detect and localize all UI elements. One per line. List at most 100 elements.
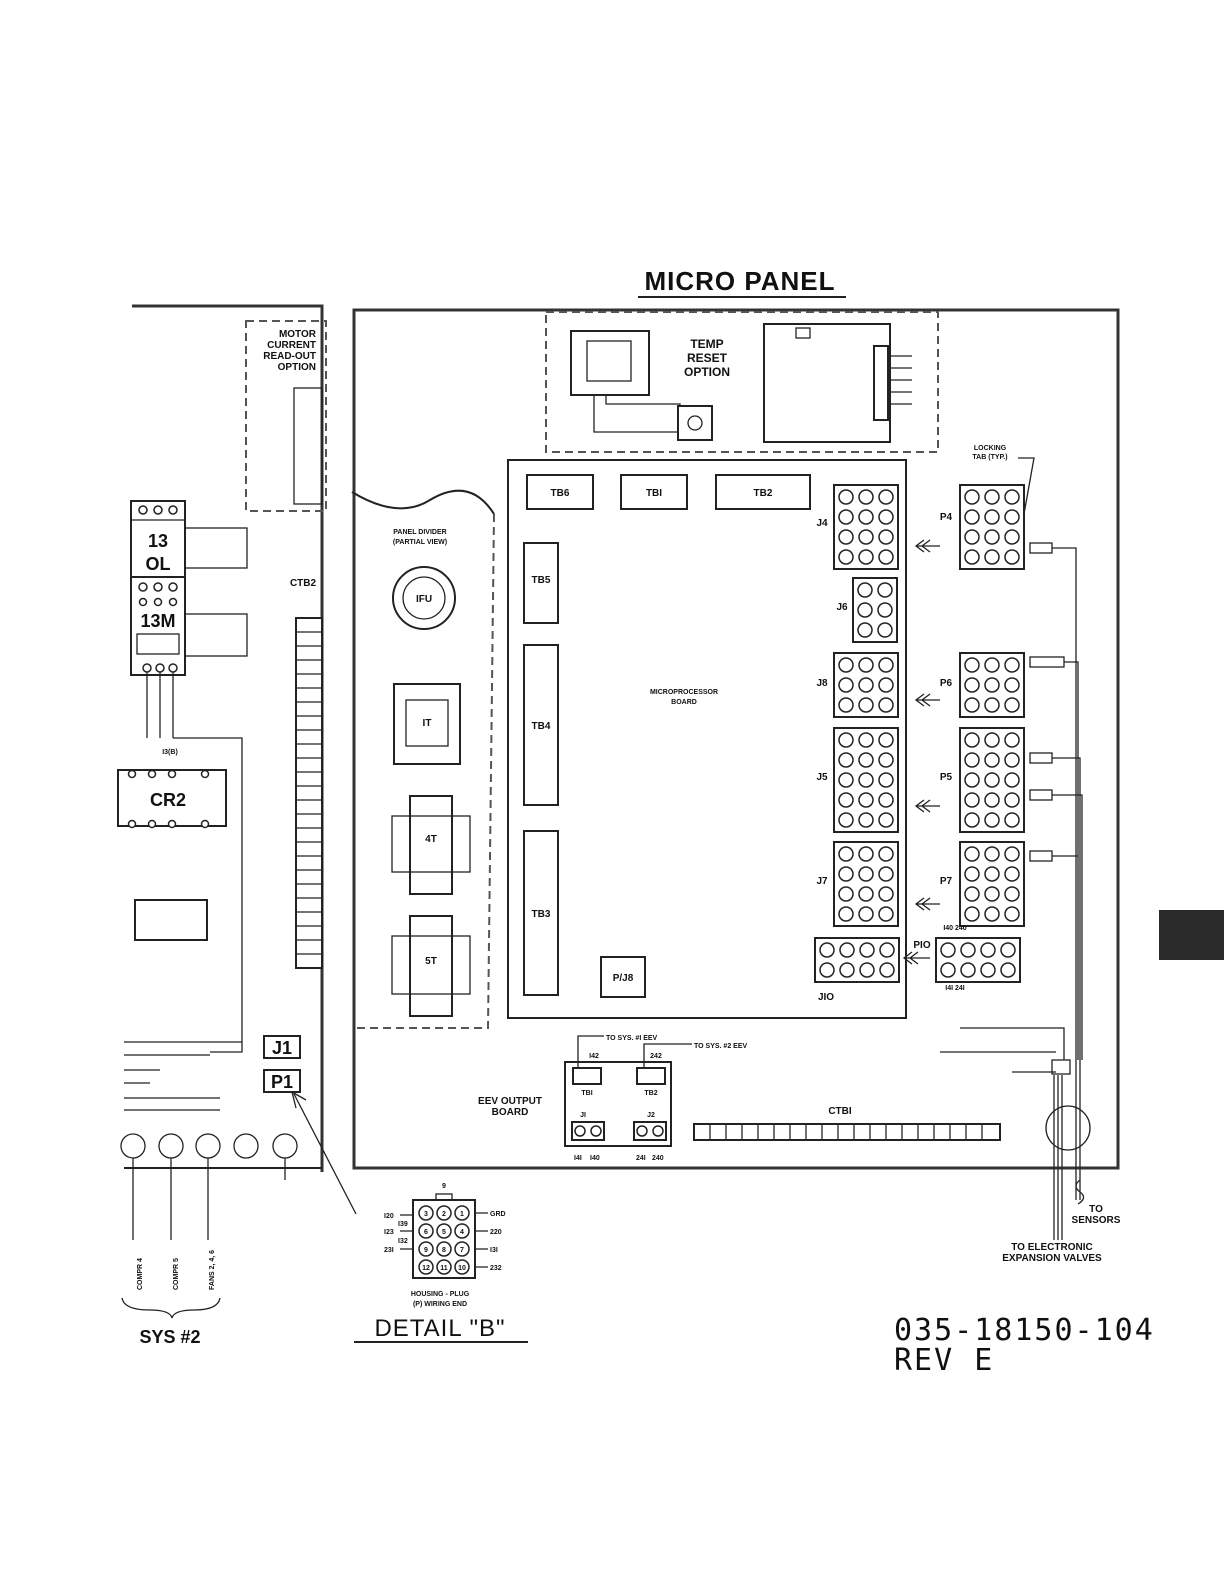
detail-b-wire-139: I39: [398, 1221, 408, 1228]
document-revision: REV E: [894, 1343, 994, 1378]
p5-grid-pin: [984, 752, 1000, 768]
p7-grid-pin: [964, 866, 980, 882]
to-sensors-line-1: TO: [1089, 1204, 1103, 1215]
detail-b-pin: [454, 1205, 470, 1221]
j10-grid-pin: [879, 962, 895, 978]
connector-j1: [263, 1035, 301, 1059]
j7-grid-pin: [838, 866, 854, 882]
p10-top-wires: I40 240: [943, 925, 966, 932]
contactor-label: 13M: [140, 611, 175, 631]
p10-label: PIO: [913, 940, 930, 951]
p7-grid-pin: [1004, 886, 1020, 902]
j6-grid-pin: [857, 582, 873, 598]
sys2-wire-compr5: COMPR 5: [173, 1258, 180, 1290]
j7-grid-pin: [878, 846, 894, 862]
p7-label: P7: [940, 876, 953, 887]
board-label-line-1: MICROPROCESSOR: [650, 689, 718, 696]
detail-b-pin: [454, 1241, 470, 1257]
j7-grid-pin: [838, 846, 854, 862]
p4-grid-pin: [1004, 489, 1020, 505]
to-sensors-line-2: SENSORS: [1072, 1215, 1121, 1226]
detail-b-arrowhead: [291, 1091, 307, 1109]
transformer-1t: [393, 683, 461, 765]
p10-grid-pin: [980, 942, 996, 958]
tb5-label: TB5: [532, 575, 551, 586]
temp-reset-option-box: [545, 311, 939, 453]
detail-b-pin: [418, 1205, 434, 1221]
tb4-label: TB4: [532, 721, 551, 732]
spare-relay-block: [134, 899, 208, 941]
p4-grid-pin: [1004, 509, 1020, 525]
eev-wire-241: 24I: [636, 1155, 646, 1162]
terminal-block-tb5: [523, 542, 559, 624]
detail-b-pin-number: 6: [424, 1229, 428, 1236]
p4-grid-pin: [964, 529, 980, 545]
p4-grid-pin: [984, 509, 1000, 525]
j8-grid-pin: [858, 657, 874, 673]
j10-grid-pin: [859, 962, 875, 978]
terminal-block-tb1: [620, 474, 688, 510]
p10-grid-pin: [1000, 942, 1016, 958]
detail-b-wire-232: 232: [490, 1265, 502, 1272]
sys2-drop-wires: [132, 1158, 286, 1240]
eev-board-line-2: BOARD: [492, 1107, 529, 1118]
ol-label-text: OL: [146, 554, 171, 574]
p5-grid-pin: [964, 772, 980, 788]
locking-tab-line-1: LOCKING: [974, 445, 1007, 452]
j4-grid-pin: [838, 489, 854, 505]
j5-grid-pin: [878, 772, 894, 788]
detail-b-pin-number: 4: [460, 1229, 464, 1236]
j5-grid-pin: [858, 732, 874, 748]
j8-grid-pin: [858, 697, 874, 713]
sys2-label: SYS #2: [139, 1327, 200, 1347]
transformer-4t: [409, 795, 453, 895]
motor-option-line-2: CURRENT: [267, 340, 316, 351]
terminal-block-tb2: [715, 474, 811, 510]
p4-grid-pin: [1004, 529, 1020, 545]
p7-grid-pin: [1004, 906, 1020, 922]
j5-grid-pin: [838, 812, 854, 828]
p4-grid-pin: [1004, 549, 1020, 565]
p4-label: P4: [940, 512, 953, 523]
detail-b-title: DETAIL "B": [374, 1315, 505, 1342]
panel-divider-break: [351, 489, 495, 515]
p10-grid-pin: [1000, 962, 1016, 978]
j8-label: J8: [816, 678, 828, 689]
detail-b-top-wire: 9: [442, 1183, 446, 1190]
p4-grid-pin: [984, 549, 1000, 565]
eev-j1-label: JI: [580, 1112, 586, 1119]
control-relay-cr2: I3(B) CR2: [117, 749, 227, 829]
overload-relay-13ol: 13 OL: [130, 500, 248, 578]
p6-grid-pin: [984, 677, 1000, 693]
temp-reset-wiring: [593, 395, 690, 433]
p6-grid-pin: [964, 657, 980, 673]
j6-label: J6: [836, 602, 848, 613]
transformer-5t: [409, 915, 453, 1017]
motor-current-option-box: [245, 320, 327, 512]
eev-wire-240: 240: [652, 1155, 664, 1162]
j5-grid-pin: [858, 752, 874, 768]
detail-b-wire-231: 23I: [384, 1247, 394, 1254]
p7-grid-pin: [964, 906, 980, 922]
detail-b-pin: [436, 1241, 452, 1257]
p5-grid-pin: [984, 732, 1000, 748]
p6-grid-pin: [984, 697, 1000, 713]
p5-grid-pin: [984, 812, 1000, 828]
p4-grid-pin: [964, 509, 980, 525]
motor-option-module: [293, 387, 323, 505]
ctb1-label: CTBI: [828, 1106, 852, 1117]
j7-label: J7: [816, 876, 828, 887]
p5-grid-pin: [1004, 792, 1020, 808]
detail-b-housing-line-1: HOUSING - PLUG: [411, 1291, 470, 1298]
panel-divider-line-2: (PARTIAL VIEW): [393, 539, 447, 546]
eev-sys1-label: TO SYS. #I EEV: [606, 1035, 658, 1042]
panel-divider-line-1: PANEL DIVIDER: [393, 529, 446, 536]
p5-grid-pin: [984, 792, 1000, 808]
j5-grid-pin: [878, 812, 894, 828]
tb3-label: TB3: [532, 909, 551, 920]
j10-label: JIO: [818, 992, 834, 1003]
locking-tab-leader: [1018, 457, 1035, 515]
j6-grid-pin: [877, 622, 893, 638]
cable-entry-holes: [120, 1133, 298, 1159]
detail-b-pin-number: 8: [442, 1247, 446, 1254]
